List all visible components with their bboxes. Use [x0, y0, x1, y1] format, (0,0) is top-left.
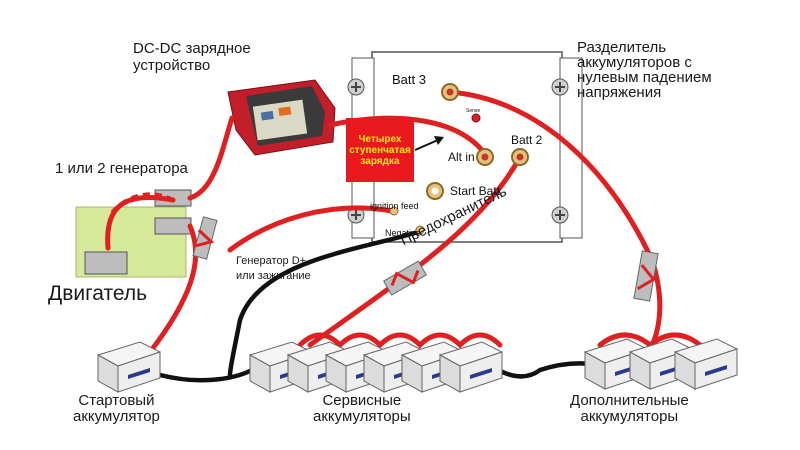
label-engine: Двигатель — [48, 282, 148, 305]
label-start-line2: аккумулятор — [73, 408, 160, 425]
terminal-label-alt-in: Alt in — [448, 150, 475, 164]
label-dplus-ignition: Генератор D+ или зажигание — [236, 254, 311, 284]
fuse-icon — [633, 250, 659, 302]
label-splitter-line2: аккумуляторов с — [577, 54, 692, 71]
terminal-batt3 — [441, 83, 459, 101]
label-dcdc-charger: DC-DC зарядное устройство — [133, 40, 251, 74]
terminal-label-start-batt: Start Batt — [450, 184, 501, 198]
label-extra-line1: Дополнительные — [570, 392, 689, 409]
label-service-batteries: Сервисные аккумуляторы — [313, 393, 411, 425]
note-line-2: ступенчатая — [349, 144, 411, 156]
terminal-alt-in — [476, 148, 494, 166]
arrow-icon — [414, 139, 439, 151]
label-extra-line2: аккумуляторы — [580, 408, 679, 425]
fuse-icon — [382, 260, 428, 296]
terminal-negative — [415, 225, 425, 235]
battery-icon — [96, 341, 162, 393]
terminal-label-sense: Sense — [466, 108, 481, 114]
label-dplus-line2: или зажигание — [236, 270, 311, 282]
terminal-ignition — [389, 206, 399, 216]
label-dplus-line1: Генератор D+ — [236, 255, 307, 267]
terminal-label-batt2: Batt 2 — [511, 133, 543, 147]
sense-led-icon — [471, 113, 481, 123]
generator-2 — [154, 217, 192, 235]
label-splitter-line1: Разделитель — [577, 39, 667, 56]
terminal-label-batt3: Batt 3 — [392, 72, 426, 87]
label-generators: 1 или 2 генератора — [55, 160, 188, 177]
label-start-line1: Стартовый — [78, 392, 155, 409]
label-dcdc-line1: DC-DC зарядное — [133, 40, 251, 57]
terminal-start-batt — [426, 182, 444, 200]
label-service-line1: Сервисные — [322, 392, 402, 409]
label-dcdc-line2: устройство — [133, 57, 211, 74]
dcdc-charger — [227, 79, 336, 156]
note-line-3: зарядка — [360, 155, 400, 167]
terminal-label-negative: Negative — [385, 228, 421, 238]
four-stage-charging-note: Четырех ступенчатая зарядка — [346, 118, 414, 182]
label-splitter: Разделитель аккумуляторов с нулевым паде… — [577, 40, 712, 100]
label-service-line2: аккумуляторы — [313, 408, 411, 425]
label-start-battery: Стартовый аккумулятор — [73, 393, 160, 425]
starter-motor — [84, 251, 128, 275]
terminal-batt2 — [511, 148, 529, 166]
label-extra-batteries: Дополнительные аккумуляторы — [570, 393, 689, 425]
battery-icon — [438, 341, 504, 393]
label-splitter-line3: нулевым падением — [577, 69, 712, 86]
label-splitter-line4: напряжения — [577, 84, 662, 101]
battery-icon — [673, 338, 739, 390]
fuse-icon — [192, 216, 218, 260]
note-line-1: Четырех — [358, 133, 402, 145]
terminal-label-ignition: ignition feed — [370, 201, 419, 211]
